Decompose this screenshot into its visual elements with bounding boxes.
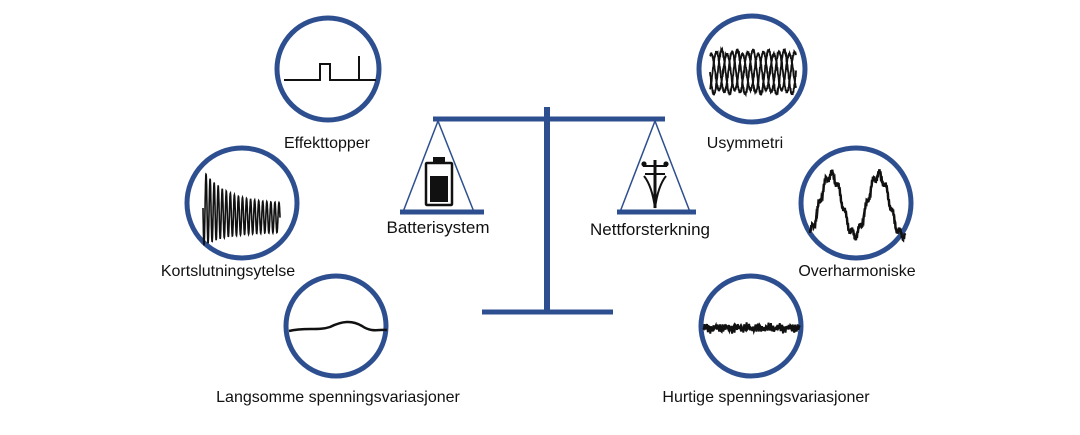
phenomenon-label: Kortslutningsytelse	[160, 263, 296, 280]
phenomenon-label: Hurtige spenningsvariasjoner	[662, 389, 870, 406]
short-circuit-icon	[202, 172, 281, 246]
slow-voltage-variation-ring	[283, 273, 389, 379]
battery-icon	[424, 157, 454, 207]
fast-voltage-variation-ring	[698, 273, 804, 379]
power-pole-icon	[641, 160, 669, 209]
fast-voltage-variation-icon	[702, 321, 801, 336]
phenomenon-label: Overharmoniske	[798, 263, 916, 280]
phenomenon-label: Effekttopper	[284, 135, 370, 152]
harmonics-icon	[808, 169, 907, 243]
balance-right-label: Nettforsterkning	[590, 220, 710, 239]
power-peaks-ring	[274, 15, 382, 123]
balance-scale	[400, 107, 696, 315]
asymmetry-icon	[709, 46, 797, 98]
right-pan	[617, 120, 696, 215]
phenomenon-label: Usymmetri	[706, 135, 784, 152]
phenomenon-label: Langsomme spenningsvariasjoner	[216, 389, 460, 406]
balance-left-label: Batterisystem	[386, 218, 490, 237]
slow-voltage-variation-icon	[288, 320, 388, 333]
left-pan	[400, 120, 484, 215]
power-peaks-icon	[284, 56, 376, 81]
harmonics-ring	[798, 145, 914, 261]
